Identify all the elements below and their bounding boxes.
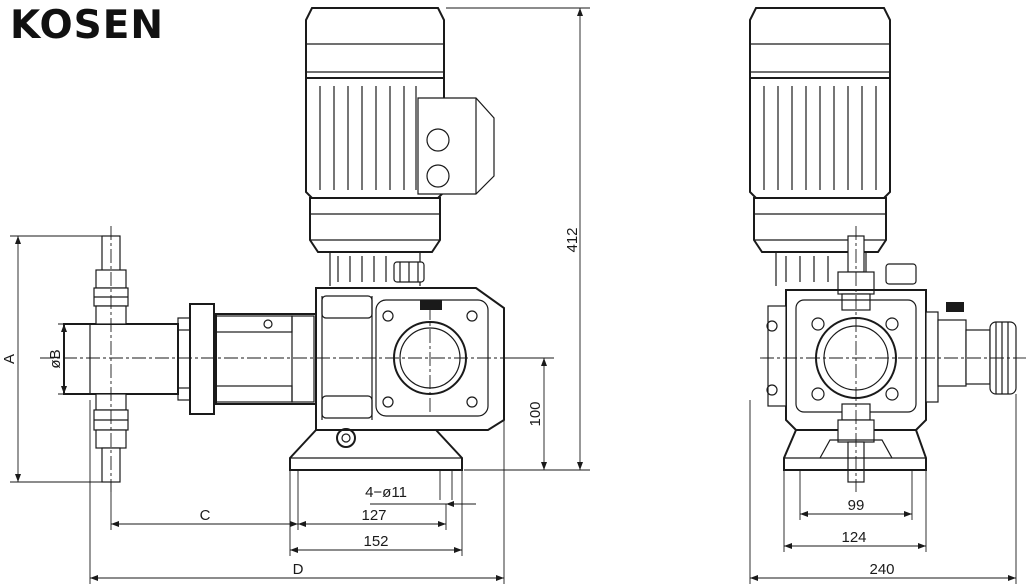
dim-a-label: A [1, 354, 18, 364]
dim-d-label: D [293, 561, 304, 578]
dim-412-label: 412 [564, 227, 581, 252]
dim-124-label: 124 [841, 529, 866, 546]
dim-c-label: C [200, 507, 211, 524]
front-view: 412 100 A øB 4−ø11 C 127 [1, 7, 590, 584]
side-view: 99 124 240 [749, 7, 1026, 584]
brand-logo: KOSEN [10, 3, 164, 48]
dim-holes-label: 4−ø11 [365, 484, 407, 501]
pump-head [63, 235, 317, 483]
side-motor [749, 7, 891, 253]
dim-100-label: 100 [527, 401, 544, 426]
dim-b-label: øB [47, 349, 64, 368]
gearbox [289, 287, 505, 471]
dim-99-label: 99 [848, 497, 865, 514]
dim-240-label: 240 [869, 561, 894, 578]
motor [305, 7, 495, 253]
dim-127-label: 127 [361, 507, 386, 524]
dim-152-label: 152 [363, 533, 388, 550]
